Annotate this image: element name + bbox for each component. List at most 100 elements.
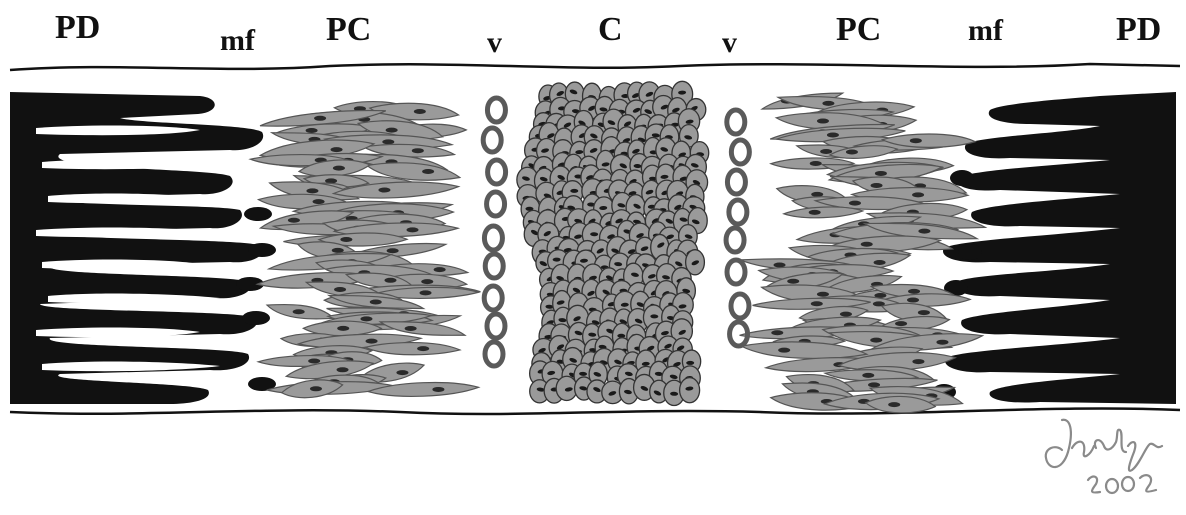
mf-fragment: [950, 170, 974, 186]
vessel-ring: [484, 286, 502, 310]
label-c-center: C: [598, 11, 623, 48]
pc-cell-nucleus: [407, 227, 419, 232]
vessel-column-left: [483, 98, 505, 366]
vessel-ring: [487, 192, 505, 216]
pc-cell-nucleus: [333, 166, 345, 171]
pc-cell-nucleus: [936, 340, 948, 345]
pc-cell-nucleus: [308, 358, 320, 363]
pc-cell-nucleus: [382, 139, 394, 144]
vessel-ring: [487, 314, 505, 338]
pc-cell-nucleus: [396, 370, 408, 375]
mf-fragment: [958, 244, 982, 260]
pc-cell-nucleus: [337, 326, 349, 331]
label-pd-left: PD: [55, 9, 100, 46]
pd-white-gap: [48, 194, 200, 204]
pc-cell-nucleus: [875, 171, 887, 176]
pc-cell-nucleus: [293, 309, 305, 314]
label-pc-right: PC: [836, 11, 881, 48]
c-cell-nucleus: [686, 361, 694, 365]
top-boundary-line: [10, 64, 1180, 70]
pc-cell-nucleus: [817, 119, 829, 124]
pc-cell-nucleus: [822, 101, 834, 106]
pc-cell-nucleus: [771, 330, 783, 335]
pc-cell-nucleus: [918, 229, 930, 234]
vessel-ring: [729, 200, 747, 224]
pc-cell-nucleus: [384, 278, 396, 283]
pc-spindle-cell: [365, 343, 460, 355]
pc-cell-nucleus: [378, 188, 390, 193]
pc-cell-nucleus: [861, 242, 873, 247]
vessel-ring: [727, 170, 745, 194]
pc-cell-nucleus: [912, 359, 924, 364]
pc-cell-nucleus: [306, 128, 318, 133]
vessel-ring: [488, 160, 506, 184]
proliferating-zone-left: [10, 92, 263, 404]
pc-cell-nucleus: [862, 373, 874, 378]
pc-cell-nucleus: [386, 128, 398, 133]
vessel-ring: [726, 228, 744, 252]
vessel-ring: [485, 254, 503, 278]
pc-cell-nucleus: [840, 312, 852, 317]
pc-cell-nucleus: [421, 279, 433, 284]
pc-cell-nucleus: [811, 301, 823, 306]
pc-cell-nucleus: [810, 161, 822, 166]
vessel-ring: [727, 110, 745, 134]
mf-fragment: [248, 243, 276, 257]
label-v-left: v: [487, 26, 502, 59]
pc-cell-nucleus: [827, 132, 839, 137]
pc-cell-nucleus: [820, 149, 832, 154]
label-pd-right: PD: [1116, 11, 1161, 48]
pc-cell-nucleus: [387, 248, 399, 253]
pc-cell-cluster-left: [250, 102, 480, 398]
vessel-ring: [487, 98, 505, 122]
pc-cell-nucleus: [870, 338, 882, 343]
pc-spindle-cell: [741, 342, 867, 358]
label-mf-left: mf: [220, 24, 256, 57]
pc-cell-nucleus: [895, 321, 907, 326]
pc-cell-nucleus: [811, 192, 823, 197]
pc-cell-nucleus: [340, 237, 352, 242]
pc-cell-nucleus: [334, 287, 346, 292]
pc-cell-nucleus: [888, 402, 900, 407]
pc-cell-nucleus: [874, 260, 886, 265]
pc-cell-nucleus: [809, 210, 821, 215]
pc-cell-nucleus: [910, 138, 922, 143]
pd-white-gap: [42, 160, 220, 170]
pc-cell-nucleus: [846, 150, 858, 155]
pc-cell-nucleus: [366, 339, 378, 344]
pc-cell-nucleus: [778, 348, 790, 353]
vessel-ring: [485, 342, 503, 366]
pc-cell-nucleus: [420, 290, 432, 295]
vessel-ring: [731, 294, 749, 318]
pc-cell-nucleus: [871, 183, 883, 188]
bottom-boundary-line: [10, 408, 1180, 413]
pc-cell-nucleus: [337, 367, 349, 372]
pc-cell-nucleus: [774, 262, 786, 267]
pc-cell-nucleus: [907, 298, 919, 303]
pc-cell-nucleus: [434, 267, 446, 272]
pc-cell-nucleus: [908, 289, 920, 294]
pc-cell-nucleus: [912, 192, 924, 197]
pc-cell-nucleus: [412, 148, 424, 153]
pc-cell-nucleus: [314, 116, 326, 121]
artist-signature: [1046, 420, 1162, 493]
mf-fragment: [242, 311, 270, 325]
mf-fragment: [244, 207, 272, 221]
pc-cell-nucleus: [331, 147, 343, 152]
pc-cell-nucleus: [849, 201, 861, 206]
pc-cell-nucleus: [417, 346, 429, 351]
pc-cell-nucleus: [288, 218, 300, 223]
label-v-right: v: [722, 26, 737, 59]
pc-cell-nucleus: [787, 279, 799, 284]
pc-cell-nucleus: [422, 169, 434, 174]
pd-white-gap: [36, 228, 220, 238]
central-cell-mass: [517, 81, 709, 405]
label-mf-right: mf: [968, 14, 1004, 47]
pc-cell-nucleus: [306, 188, 318, 193]
pc-cell-nucleus: [432, 387, 444, 392]
pc-cell-nucleus: [370, 299, 382, 304]
pc-cell-nucleus: [868, 382, 880, 387]
pc-cell-nucleus: [310, 386, 322, 391]
label-pc-left: PC: [326, 11, 371, 48]
